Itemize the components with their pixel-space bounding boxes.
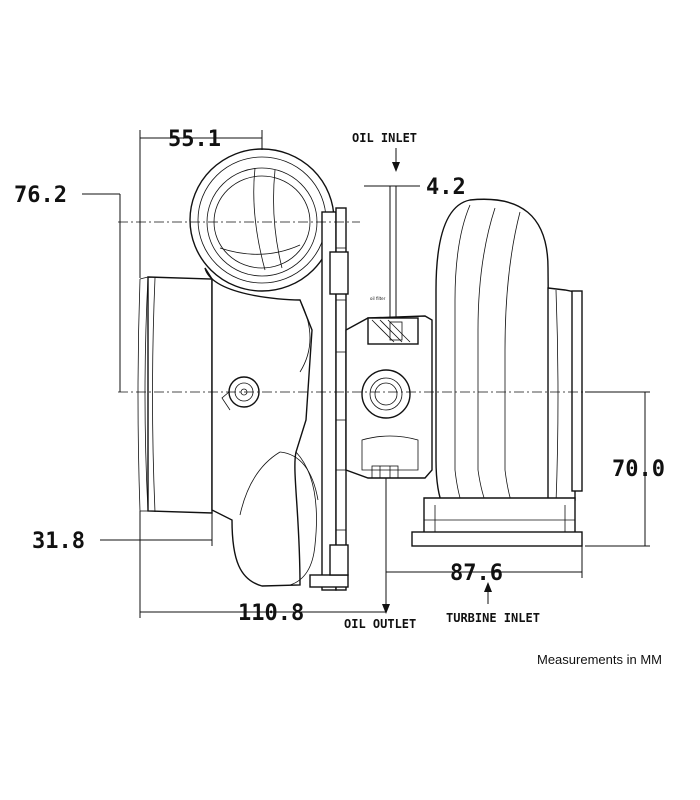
center-housing — [345, 315, 433, 479]
dim-label-inlet-depth: 31.8 — [32, 529, 85, 554]
dim-76-2: 76.2 — [14, 183, 121, 392]
compressor-inlet — [137, 276, 213, 514]
dim-55-1: 55.1 — [139, 127, 263, 278]
dim-110-8: 110.8 OIL OUTLET — [139, 511, 416, 631]
dim-4-2: OIL INLET 4.2 oil filter — [352, 131, 466, 318]
dim-label-oil-inlet-offset: 4.2 — [426, 175, 466, 200]
dim-31-8: 31.8 — [32, 513, 213, 554]
dim-label-turbine-height: 70.0 — [612, 457, 665, 482]
dim-70-0: 70.0 — [585, 391, 665, 547]
compressor-housing — [204, 267, 319, 587]
turbine-housing — [411, 198, 583, 547]
dim-label-compressor-offset: 76.2 — [14, 183, 67, 208]
compressor-outlet — [189, 148, 335, 292]
oil-filter-tag: oil filter — [370, 296, 386, 301]
callout-turbine-inlet: TURBINE INLET — [446, 611, 540, 625]
callout-oil-outlet: OIL OUTLET — [344, 617, 416, 631]
units-note: Measurements in MM — [537, 652, 662, 667]
dim-87-6: 87.6 TURBINE INLET — [385, 478, 583, 625]
dim-label-overall-length: 110.8 — [238, 601, 304, 626]
callout-oil-inlet: OIL INLET — [352, 131, 417, 145]
dim-label-compressor-width: 55.1 — [168, 127, 221, 152]
dim-label-turbine-width: 87.6 — [450, 561, 503, 586]
backplate-flange — [309, 207, 349, 591]
